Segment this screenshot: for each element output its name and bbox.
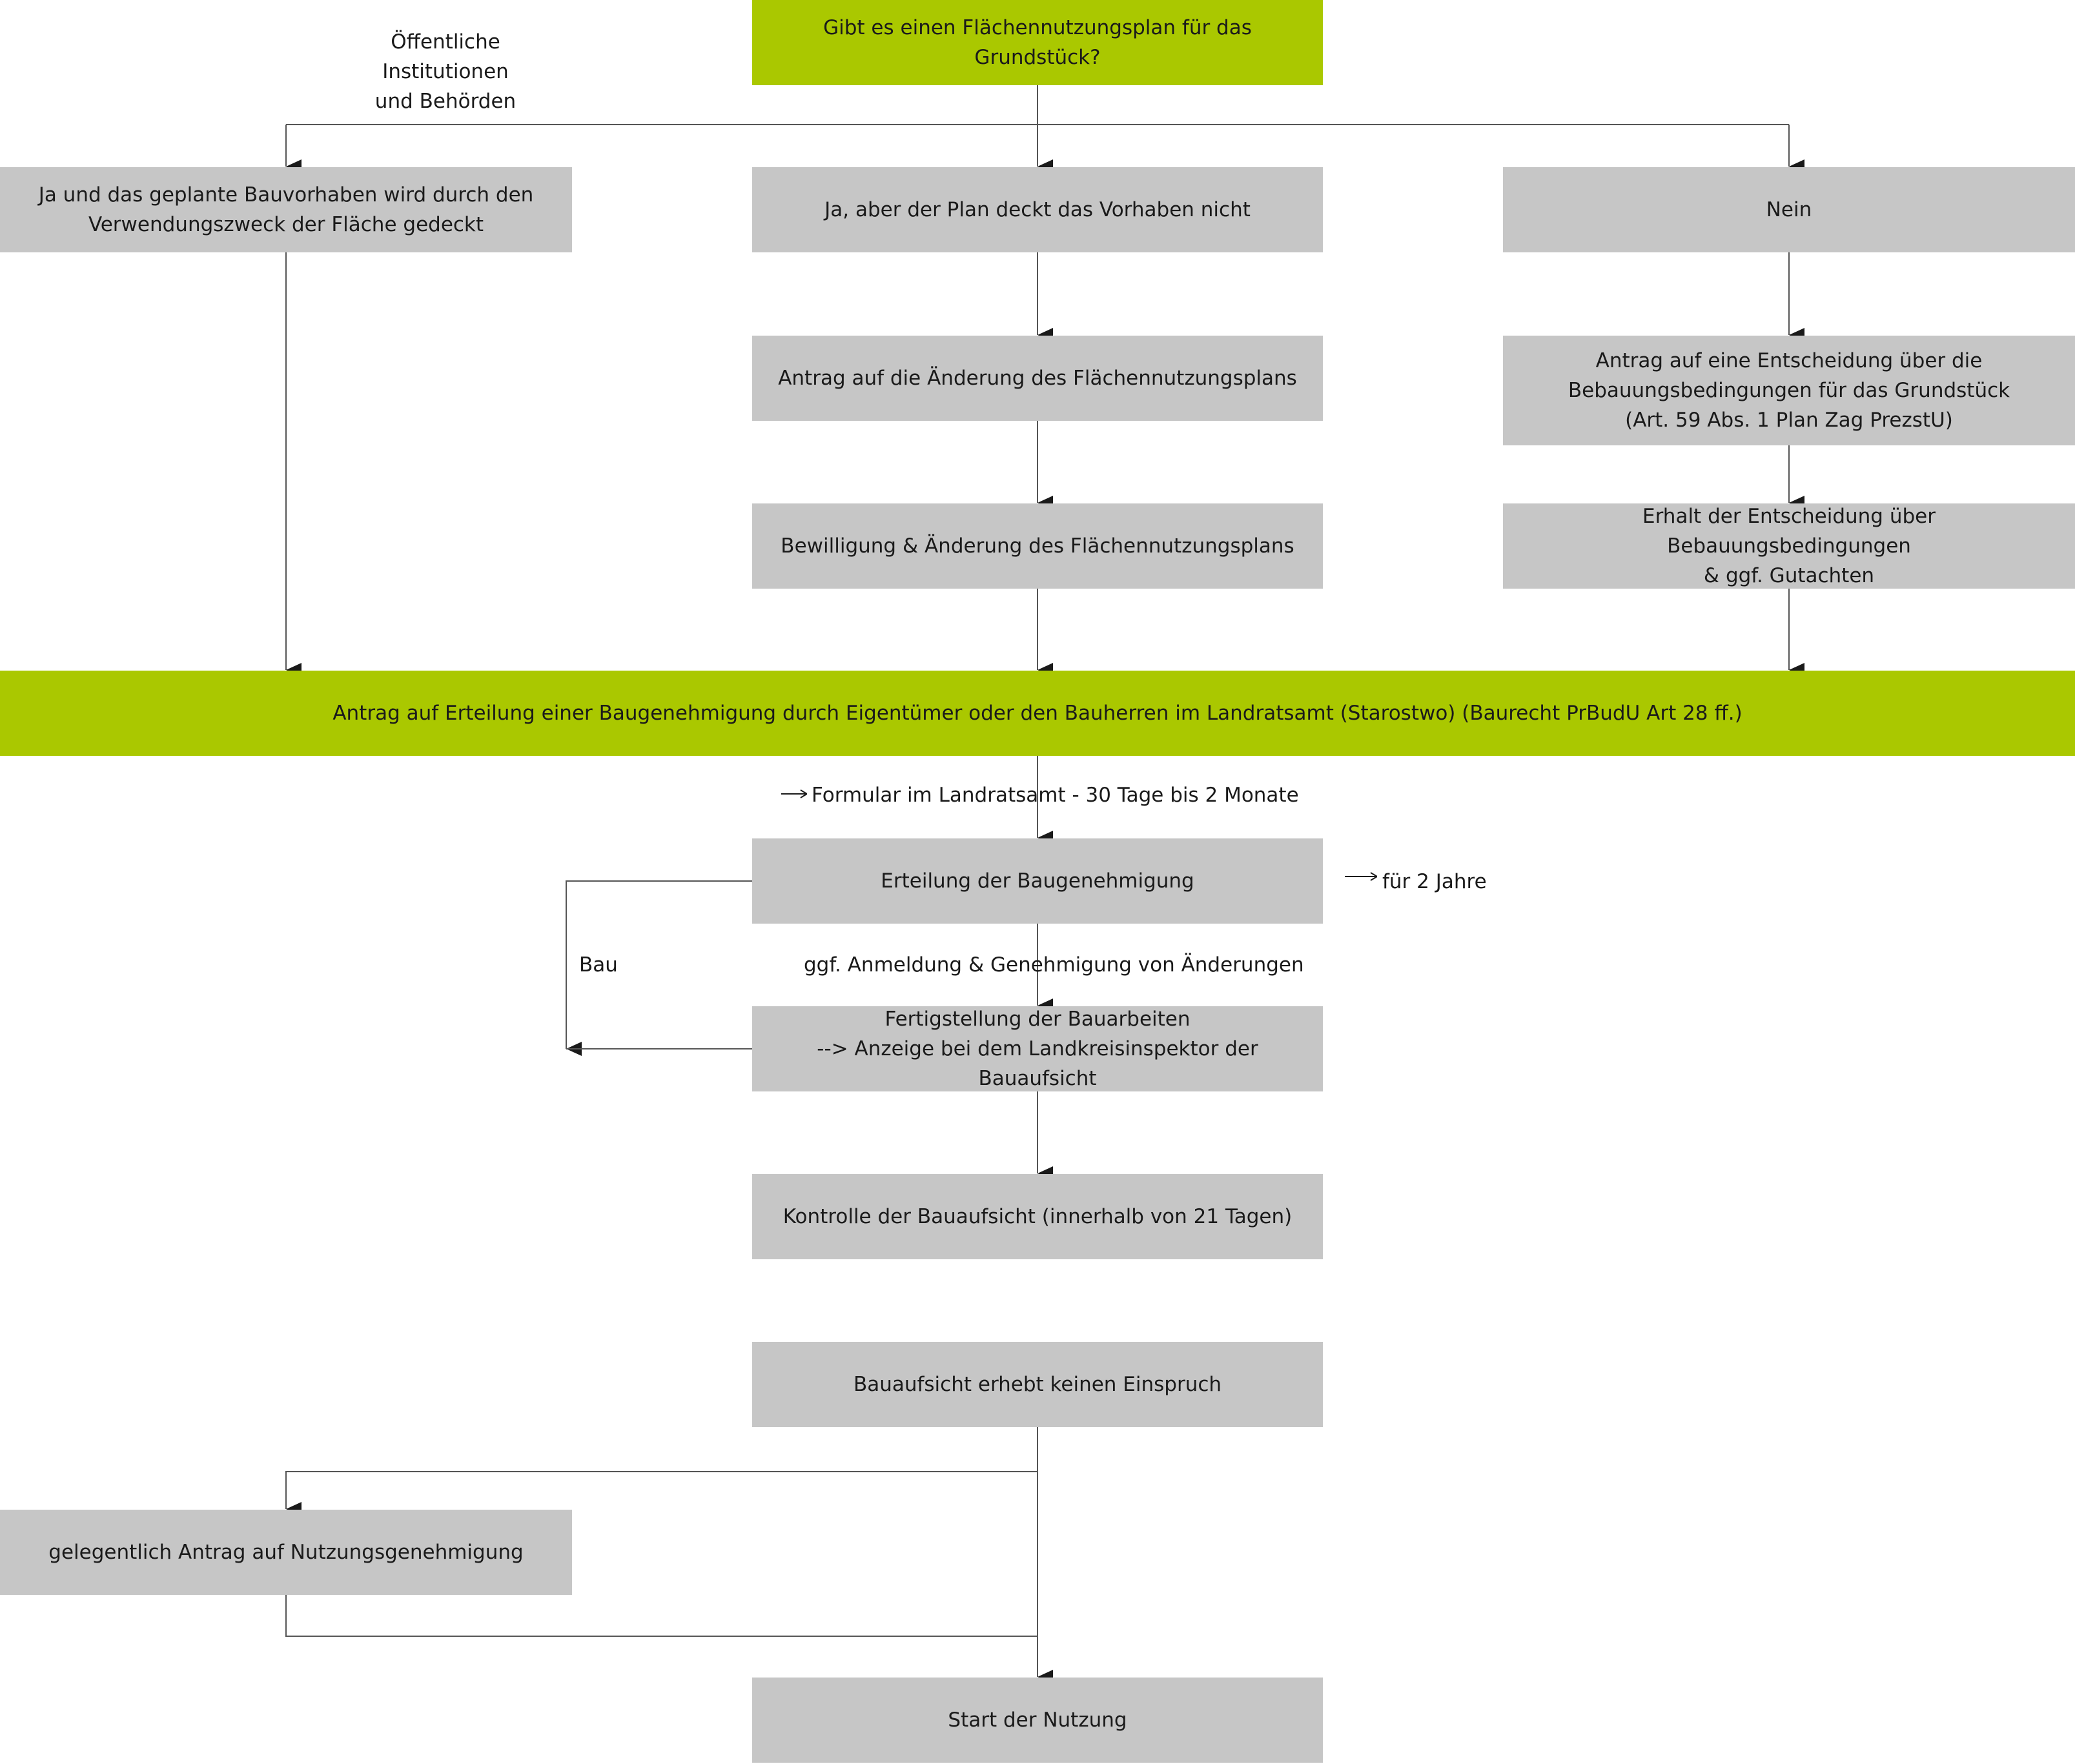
permit-granted-text: Erteilung der Baugenehmigung <box>881 869 1194 893</box>
option-yes-but-box: Ja, aber der Plan deckt das Vorhaben nic… <box>752 167 1323 252</box>
connector-usage-permit-to-start <box>285 1595 1038 1637</box>
connector-construction-loop <box>566 880 752 1056</box>
change-request-text: Antrag auf die Änderung des Flächennutzu… <box>778 367 1297 390</box>
inspection-box: Kontrolle der Bauaufsicht (innerhalb von… <box>752 1174 1323 1259</box>
permit-granted-box: Erteilung der Baugenehmigung <box>752 838 1323 924</box>
decision-request-box: Antrag auf eine Entscheidung über die Be… <box>1503 336 2075 445</box>
option-yes-box: Ja und das geplante Bauvorhaben wird dur… <box>0 167 572 252</box>
completion-box: Fertigstellung der Bauarbeiten --> Anzei… <box>752 1006 1323 1091</box>
form-note-label: Formular im Landratsamt - 30 Tage bis 2 … <box>812 784 1299 807</box>
public-institutions-label: Öffentliche Institutionen und Behörden <box>374 30 516 113</box>
start-usage-text: Start der Nutzung <box>948 1708 1127 1732</box>
permit-application-box: Antrag auf Erteilung einer Baugenehmigun… <box>0 671 2075 756</box>
completion-text: Fertigstellung der Bauarbeiten --> Anzei… <box>817 1008 1258 1090</box>
approval-change-box: Bewilligung & Änderung des Flächennutzun… <box>752 503 1323 589</box>
option-yes-but-text: Ja, aber der Plan deckt das Vorhaben nic… <box>824 198 1251 221</box>
question-text: Gibt es einen Flächennutzungsplan für da… <box>823 16 1252 69</box>
validity-label: für 2 Jahre <box>1382 870 1487 893</box>
changes-label: ggf. Anmeldung & Genehmigung von Änderun… <box>804 953 1304 977</box>
inspection-text: Kontrolle der Bauaufsicht (innerhalb von… <box>782 1205 1293 1228</box>
option-yes-text: Ja und das geplante Bauvorhaben wird dur… <box>38 183 534 236</box>
decision-request-text: Antrag auf eine Entscheidung über die Be… <box>1568 349 2010 432</box>
change-request-box: Antrag auf die Änderung des Flächennutzu… <box>752 336 1323 421</box>
usage-permit-box: gelegentlich Antrag auf Nutzungsgenehmig… <box>0 1510 572 1595</box>
option-no-text: Nein <box>1766 198 1812 221</box>
connector-to-usage-permit <box>285 1471 1038 1516</box>
permit-application-text: Antrag auf Erteilung einer Baugenehmigun… <box>332 702 1743 725</box>
decision-receipt-text: Erhalt der Entscheidung über Bebauungsbe… <box>1642 505 1936 587</box>
no-objection-text: Bauaufsicht erhebt keinen Einspruch <box>853 1373 1222 1396</box>
question-box: Gibt es einen Flächennutzungsplan für da… <box>752 0 1323 85</box>
start-usage-box: Start der Nutzung <box>752 1678 1323 1763</box>
usage-permit-text: gelegentlich Antrag auf Nutzungsgenehmig… <box>48 1541 524 1564</box>
decision-receipt-box: Erhalt der Entscheidung über Bebauungsbe… <box>1503 503 2075 589</box>
approval-change-text: Bewilligung & Änderung des Flächennutzun… <box>781 534 1294 558</box>
construction-label: Bau <box>579 953 618 977</box>
no-objection-box: Bauaufsicht erhebt keinen Einspruch <box>752 1342 1323 1427</box>
option-no-box: Nein <box>1503 167 2075 252</box>
